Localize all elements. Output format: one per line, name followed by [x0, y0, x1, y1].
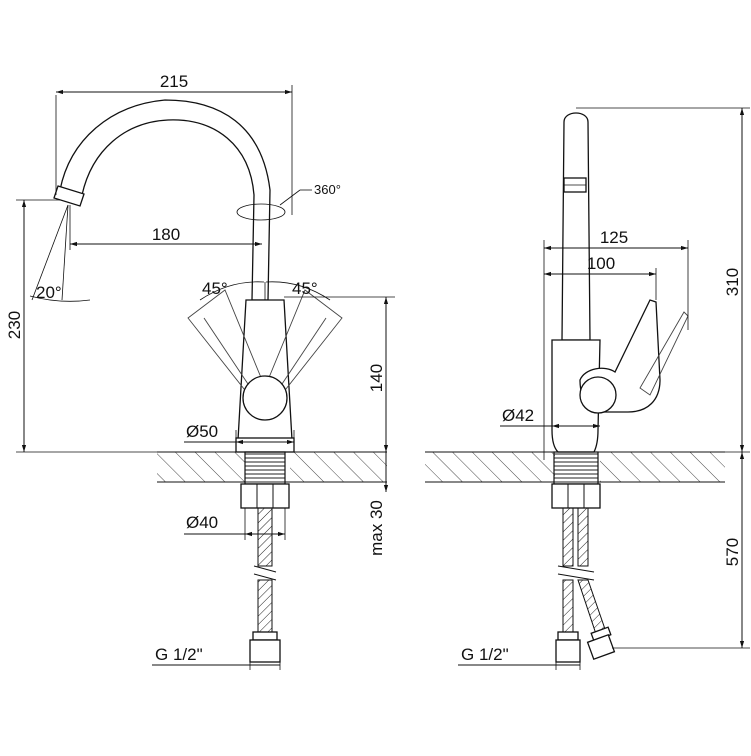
dim-angle-45: 45° 45°	[199, 279, 331, 301]
countertop-front	[157, 451, 387, 483]
dim-dia-50-label: Ø50	[186, 422, 218, 441]
dim-310: 310	[576, 107, 750, 453]
dim-g12-front-label: G 1/2"	[155, 645, 203, 664]
dim-dia-40: Ø40	[184, 508, 286, 540]
dim-dia-42: Ø42	[500, 406, 600, 429]
dim-180: 180	[69, 205, 262, 250]
dim-swivel-label: 360°	[314, 182, 341, 197]
dim-angle-45-left: 45°	[202, 279, 228, 298]
dim-dia-50: Ø50	[184, 422, 295, 452]
dim-g12-front: G 1/2"	[152, 645, 281, 670]
dim-angle-20: 20°	[29, 204, 91, 302]
dim-570: 570	[612, 452, 750, 649]
dim-125: 125	[543, 228, 689, 460]
dim-125-label: 125	[600, 228, 628, 247]
dim-100-label: 100	[587, 254, 615, 273]
dim-230-label: 230	[5, 311, 24, 339]
dim-140: 140	[284, 296, 395, 452]
dim-dia-40-label: Ø40	[186, 513, 218, 532]
dim-angle-20-label: 20°	[36, 283, 62, 302]
faucet-front-view	[53, 99, 343, 663]
dim-g12-side-label: G 1/2"	[461, 645, 509, 664]
dim-140-label: 140	[367, 364, 386, 392]
dim-310-label: 310	[723, 268, 742, 296]
dim-230: 230	[5, 199, 160, 453]
dim-180-label: 180	[152, 225, 180, 244]
dim-570-label: 570	[723, 538, 742, 566]
dim-angle-45-right: 45°	[292, 279, 318, 298]
dim-dia-42-label: Ø42	[502, 406, 534, 425]
dim-100: 100	[544, 254, 657, 300]
dim-max-30: max 30	[367, 452, 389, 556]
dim-215-label: 215	[160, 72, 188, 91]
dim-g12-side: G 1/2"	[458, 645, 581, 670]
faucet-side-view	[551, 112, 689, 663]
countertop-side	[425, 451, 725, 483]
dim-max-30-label: max 30	[367, 500, 386, 556]
dim-swivel: 360°	[279, 182, 341, 206]
dim-215: 215	[55, 72, 293, 215]
